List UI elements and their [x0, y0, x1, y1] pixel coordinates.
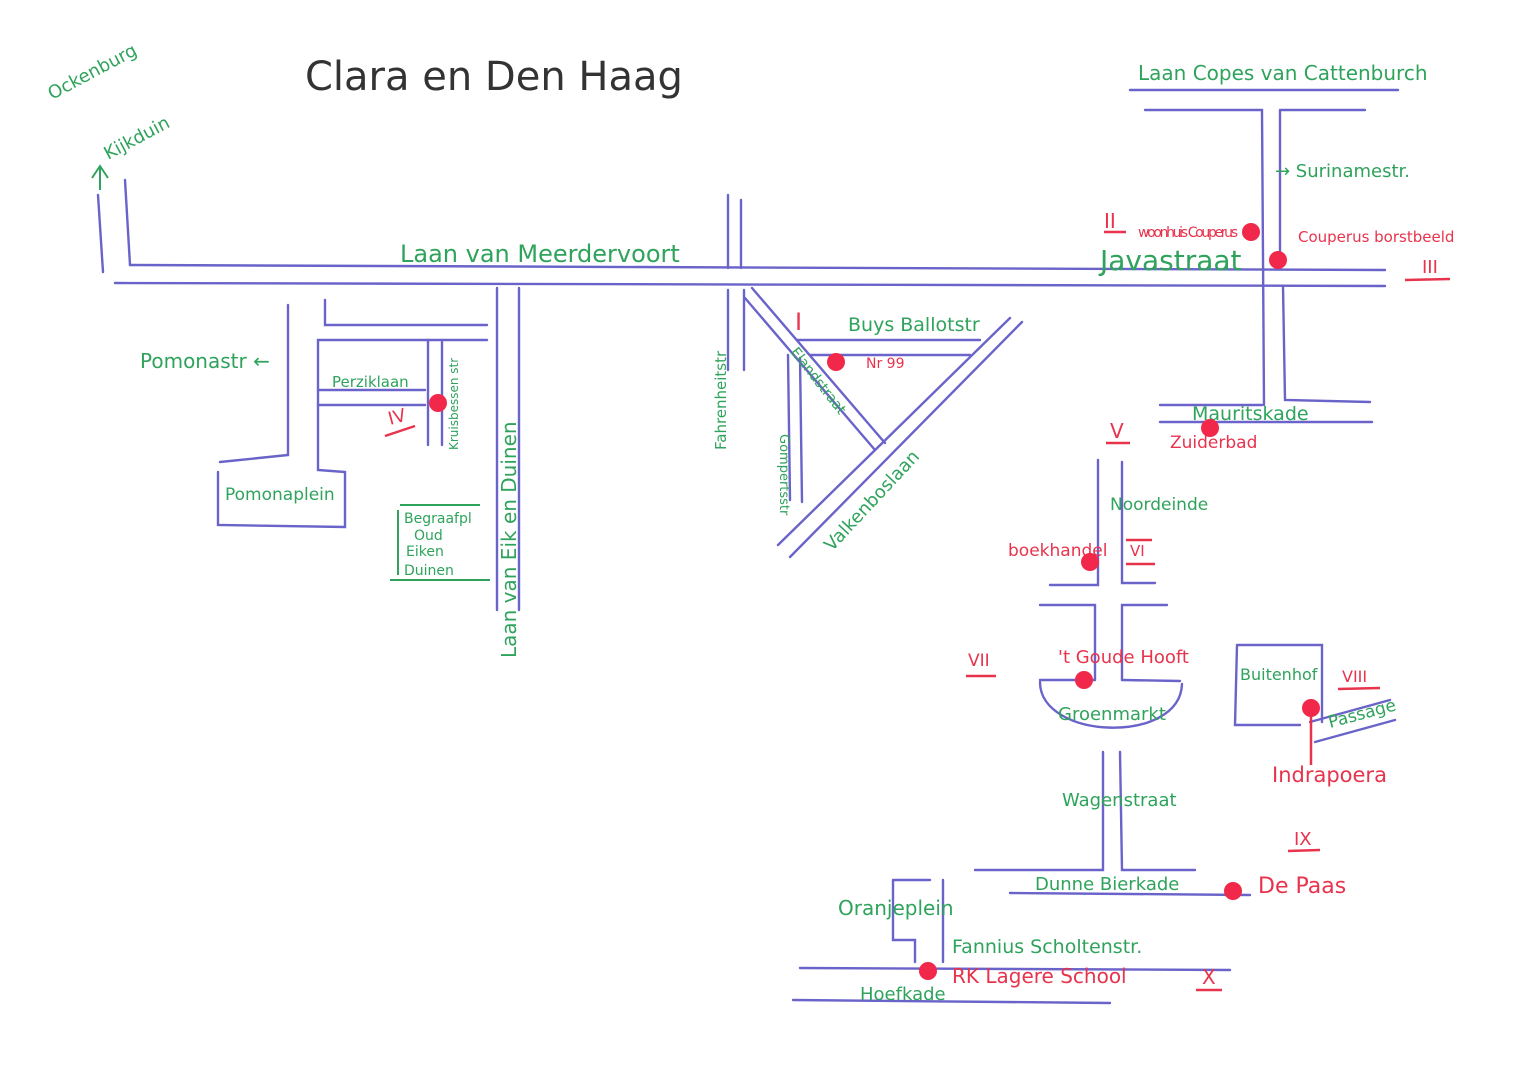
label-begraafplaats-2: Oud: [414, 528, 443, 544]
place-label-vi: boekhandel: [1008, 541, 1107, 561]
underline-viii: [1337, 686, 1381, 691]
places: I Nr 99 II woonhuis Couperus Couperus bo…: [384, 209, 1454, 992]
label-buys-ballotstr: Buys Ballotstr: [848, 314, 980, 336]
road-fannius: [798, 966, 1232, 972]
marker-x[interactable]: [919, 962, 937, 980]
road-wagenstraat: [973, 750, 1197, 872]
roads: [96, 88, 1400, 1005]
numeral-x: X: [1202, 965, 1216, 989]
numeral-ix: IX: [1294, 829, 1312, 850]
road-valkenboslaan: [776, 316, 1024, 559]
place-label-iii: Couperus borstbeeld: [1298, 228, 1454, 246]
label-begraafplaats-1: Begraafpl: [404, 511, 472, 527]
numeral-i: I: [795, 308, 802, 336]
label-groenmarkt: Groenmarkt: [1058, 704, 1166, 725]
label-dunne-bierkade: Dunne Bierkade: [1035, 874, 1179, 895]
place-label-i: Nr 99: [866, 356, 905, 372]
label-begraafplaats-4: Duinen: [404, 563, 454, 579]
marker-iv[interactable]: [429, 394, 447, 412]
road-hoefkade: [791, 998, 1112, 1005]
numeral-iii: III: [1422, 257, 1438, 278]
marker-iii[interactable]: [1269, 251, 1287, 269]
numeral-vii: VII: [968, 651, 990, 671]
marker-viii[interactable]: [1302, 699, 1320, 717]
numeral-ii: II: [1104, 209, 1116, 233]
numeral-vi: VI: [1130, 542, 1145, 560]
marker-i[interactable]: [827, 353, 845, 371]
marker-vii[interactable]: [1075, 671, 1093, 689]
label-perziklaan: Perziklaan: [332, 373, 409, 391]
road-pomonastr: [216, 298, 489, 529]
place-label-v: Zuiderbad: [1170, 433, 1257, 453]
label-javastraat: Javastraat: [1098, 244, 1242, 277]
numeral-iv: IV: [386, 405, 409, 430]
road-gompertsstr: [786, 353, 804, 504]
label-laan-copes: Laan Copes van Cattenburch: [1138, 61, 1428, 85]
place-label-ii: woonhuis Couperus: [1138, 225, 1238, 241]
label-pomonastr: Pomonastr ←: [140, 349, 270, 373]
road-kruisbessenstr: [426, 338, 444, 447]
label-wagenstraat: Wagenstraat: [1062, 790, 1177, 811]
label-noordeinde: Noordeinde: [1110, 495, 1208, 515]
road-passage: [1308, 698, 1397, 744]
label-fannius-scholtenstr: Fannius Scholtenstr.: [952, 936, 1142, 958]
numeral-v: V: [1110, 419, 1124, 443]
road-dunne-bierkade: [1008, 891, 1252, 897]
road-oranjeplein: [891, 878, 945, 964]
label-laan-van-eik-en-duinen: Laan van Eik en Duinen: [497, 421, 521, 658]
underline-iii: [1404, 277, 1451, 282]
label-pomonaplein: Pomonaplein: [225, 485, 335, 505]
road-stub: [726, 193, 743, 270]
label-oranjeplein: Oranjeplein: [838, 896, 954, 920]
arrow-up-icon: [91, 164, 109, 190]
label-mauritskade: Mauritskade: [1192, 403, 1309, 425]
marker-vi[interactable]: [1081, 553, 1099, 571]
numeral-viii: VIII: [1342, 667, 1367, 686]
road-perziklaan: [316, 388, 427, 407]
label-hoefkade: Hoefkade: [860, 984, 946, 1005]
begraafplaats-bracket: [390, 504, 490, 581]
underline-ix: [1287, 848, 1321, 853]
label-buitenhof: Buitenhof: [1240, 665, 1318, 684]
marker-ix[interactable]: [1224, 882, 1242, 900]
label-laan-van-meerdervoort: Laan van Meerdervoort: [400, 240, 680, 268]
underline-iv: [384, 424, 416, 438]
road-javastraat-cross: [1143, 108, 1372, 407]
place-label-x: RK Lagere School: [952, 964, 1127, 988]
label-begraafplaats-3: Eiken: [406, 544, 444, 560]
road-noordeinde: [1038, 458, 1169, 682]
label-fahrenheitstr: Fahrenheitstr: [712, 350, 730, 450]
road-mauritskade: [1158, 403, 1374, 424]
label-surinamestr: → Surinamestr.: [1275, 161, 1410, 182]
road-ockenburg: [96, 178, 132, 274]
road-laan-van-eik-en-duinen: [495, 286, 521, 612]
marker-ii[interactable]: [1242, 223, 1260, 241]
label-gompertsstr: Gompertsstr: [776, 434, 791, 516]
road-laan-van-meerdervoort: [113, 263, 1387, 288]
road-fahrenheitstr: [726, 288, 746, 372]
place-label-viii: Indrapoera: [1272, 763, 1387, 787]
place-label-ix: De Paas: [1258, 874, 1346, 899]
label-kruisbessenstr: Kruisbessen str: [447, 358, 461, 450]
marker-v[interactable]: [1201, 419, 1219, 437]
map-title: Clara en Den Haag: [305, 54, 683, 100]
place-label-vii: 't Goude Hooft: [1058, 647, 1189, 668]
road-buitenhof: [1233, 643, 1324, 727]
road-elandstraat: [743, 286, 887, 452]
